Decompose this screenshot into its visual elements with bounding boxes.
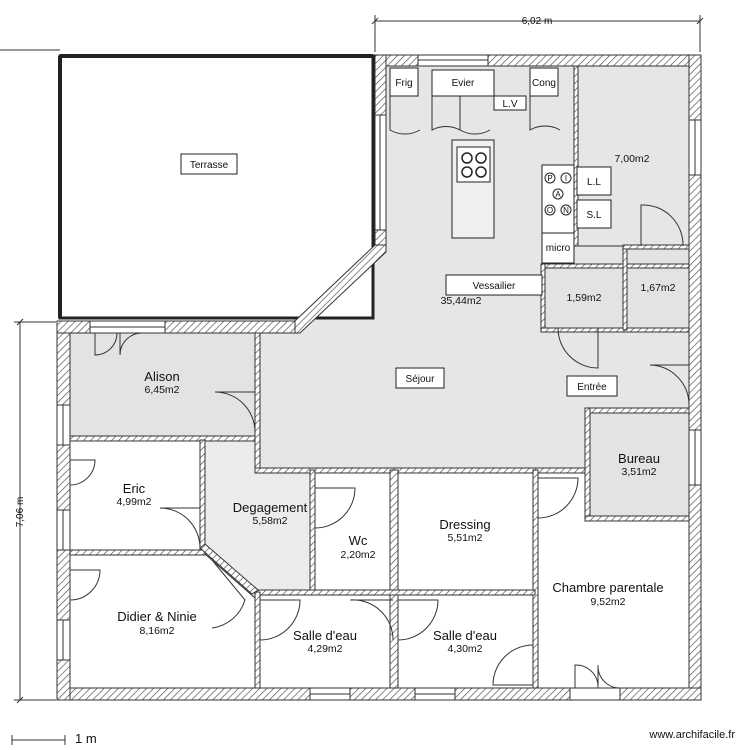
knob-o: O	[547, 206, 553, 215]
windows	[56, 54, 702, 701]
dishwasher-box	[493, 95, 527, 111]
washing-machine-box	[576, 166, 612, 196]
area-placard-1: 1,59m2	[566, 292, 601, 304]
room-salle-eau-1	[259, 594, 391, 689]
room-alison	[69, 332, 256, 437]
room-dressing	[397, 471, 534, 591]
dimension-lines	[0, 15, 704, 745]
label-alison: Alison	[144, 369, 179, 384]
microwave-box	[541, 232, 575, 264]
label-ll: L.L	[587, 177, 601, 188]
area-buanderie: 7,00m2	[614, 153, 649, 165]
label-vessailier: Vessailier	[473, 281, 516, 292]
room-salle-eau-2	[397, 594, 534, 689]
label-boxes	[180, 153, 618, 397]
knob-n: N	[563, 206, 569, 215]
cooktop	[456, 146, 491, 183]
label-evier: Evier	[452, 78, 475, 89]
fridge-box	[389, 67, 419, 97]
room-placard-1	[544, 267, 624, 331]
interior-walls	[69, 65, 690, 689]
area-bureau: 3,51m2	[621, 466, 656, 478]
dimension-left: 7,06 m	[15, 497, 26, 528]
dimension-top: 6,02 m	[522, 16, 553, 27]
room-bureau	[589, 411, 690, 519]
area-salle-eau-2: 4,30m2	[447, 643, 482, 655]
label-eric: Eric	[123, 481, 146, 496]
label-bureau: Bureau	[618, 451, 660, 466]
label-degagement: Degagement	[233, 500, 308, 515]
area-degagement: 5,58m2	[252, 515, 287, 527]
label-dressing: Dressing	[439, 517, 490, 532]
label-salle-eau-1: Salle d'eau	[293, 628, 357, 643]
sink-box	[431, 69, 495, 97]
dryer-box	[576, 199, 612, 229]
room-wc	[314, 471, 391, 591]
area-didier: 8,16m2	[139, 625, 174, 637]
knob-i: I	[565, 174, 567, 183]
area-alison: 6,45m2	[144, 384, 179, 396]
label-cong: Cong	[532, 78, 556, 89]
knob-p: P	[547, 174, 552, 183]
label-entree: Entrée	[577, 382, 607, 393]
label-sl: S.L	[586, 210, 601, 221]
freezer-box	[529, 67, 559, 97]
area-dressing: 5,51m2	[447, 532, 482, 544]
label-chambre: Chambre parentale	[552, 580, 663, 595]
terrace	[58, 54, 375, 320]
area-eric: 4,99m2	[116, 496, 151, 508]
area-chambre: 9,52m2	[590, 596, 625, 608]
rooms	[69, 65, 690, 689]
label-didier: Didier & Ninie	[117, 609, 196, 624]
label-salle-eau-2: Salle d'eau	[433, 628, 497, 643]
label-terrasse: Terrasse	[190, 160, 229, 171]
scale-label: 1 m	[75, 731, 97, 746]
label-sejour: Séjour	[406, 374, 436, 385]
label-frig: Frig	[395, 78, 412, 89]
area-salle-eau-1: 4,29m2	[307, 643, 342, 655]
kitchen-fixtures	[389, 67, 612, 264]
area-sejour: 35,44m2	[441, 295, 482, 307]
credit-text: www.archifacile.fr	[648, 729, 735, 741]
label-lv: L.V	[502, 99, 517, 110]
knob-a: A	[555, 190, 561, 199]
label-micro: micro	[546, 243, 571, 254]
area-placard-2: 1,67m2	[640, 282, 675, 294]
area-wc: 2,20m2	[340, 549, 375, 561]
label-wc: Wc	[349, 533, 368, 548]
doors	[69, 95, 690, 689]
